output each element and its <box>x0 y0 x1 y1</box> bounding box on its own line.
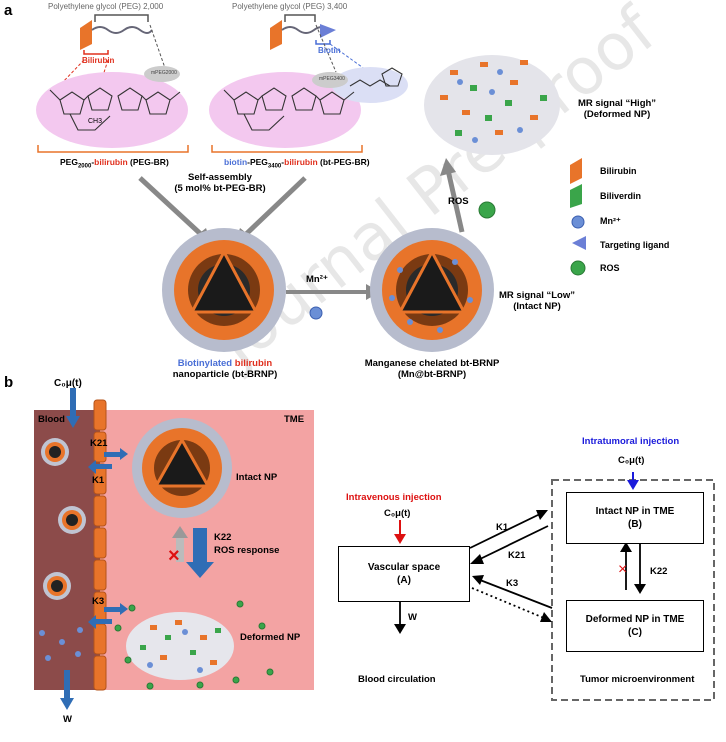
biliverdin-icon <box>570 184 582 208</box>
k22-label-b: K22 <box>214 532 232 543</box>
ch3-label: CH3 <box>88 118 103 125</box>
k21-label-s: K21 <box>508 550 526 561</box>
mr-low-label: MR signal “Low” (Intact NP) <box>499 290 575 312</box>
mn-arrow-label: Mn²⁺ <box>306 274 328 285</box>
c0-top-label: C₀μ(t) <box>54 378 82 389</box>
blood-label: Blood <box>38 414 65 425</box>
deformed-np-cloud <box>424 55 560 155</box>
mn-ion-icon <box>571 215 585 229</box>
deformed-np-tme-box: Deformed NP in TME(C) <box>566 600 704 652</box>
svg-text:×: × <box>618 561 627 578</box>
ros-arrow-label: ROS <box>448 196 469 207</box>
k1-label-s: K1 <box>496 522 509 533</box>
intact-np-tme-box: Intact NP in TME(B) <box>566 492 704 544</box>
deformed-np-label: Deformed NP <box>240 632 301 643</box>
blood-circulation-label: Blood circulation <box>358 674 436 685</box>
legend-bilirubin: Bilirubin <box>600 166 637 176</box>
panel-b-letter: b <box>4 374 14 391</box>
self-assembly-label: Self-assembly (5 mol% bt-PEG-BR) <box>174 172 266 194</box>
w-label-b: W <box>63 714 72 725</box>
ligand-icon <box>572 236 586 250</box>
bilirubin-tag: Bilirubin <box>82 56 115 65</box>
panel-b-graphics: × <box>34 388 314 710</box>
k22-label-s: K22 <box>650 566 668 577</box>
svg-text:×: × <box>168 545 180 567</box>
bilirubin-shape-1 <box>80 20 92 50</box>
vascular-space-box: Vascular space(A) <box>338 546 470 602</box>
tumor-microenvironment-label: Tumor microenvironment <box>580 674 695 685</box>
legend-ros: ROS <box>600 263 620 273</box>
ros-response-label: ROS response <box>214 545 280 556</box>
bilirubin-icon <box>570 158 582 184</box>
legend-mn: Mn²⁺ <box>600 216 621 226</box>
c0-right-label: C₀μ(t) <box>618 455 645 466</box>
k1-label-b: K1 <box>92 475 105 486</box>
intratumoral-label: Intratumoral injection <box>582 436 680 447</box>
biotin-tag: Biotin <box>318 46 341 55</box>
w-label-s: W <box>408 612 417 623</box>
k21-label-b: K21 <box>90 438 108 449</box>
c0-left-label: C₀μ(t) <box>384 508 411 519</box>
bt-brnp-particle <box>162 228 286 352</box>
mn-bt-brnp-particle <box>370 228 494 352</box>
mpeg2000-label: mPEG2000 <box>151 70 177 76</box>
bt-brnp-label: Biotinylated bilirubin nanoparticle (bt-… <box>172 358 278 380</box>
panel-a-letter: a <box>4 2 13 19</box>
peg2000-title: Polyethylene glycol (PEG) 2,000 <box>48 2 164 11</box>
legend-targeting-ligand: Targeting ligand <box>600 240 670 250</box>
mn-bt-brnp-label: Manganese chelated bt-BRNP (Mn@bt-BRNP) <box>364 358 500 380</box>
biotin-shape <box>320 24 336 38</box>
k3-label-b: K3 <box>92 596 105 607</box>
bt-peg-br-label: biotin-PEG3400-bilirubin (bt-PEG-BR) <box>224 157 370 170</box>
ros-icon <box>570 260 586 276</box>
panel-a-graphics <box>36 14 586 352</box>
intact-np-label: Intact NP <box>236 472 278 483</box>
bilirubin-shape-2 <box>270 20 282 50</box>
peg-br-label: PEG2000-bilirubin (PEG-BR) <box>60 157 169 170</box>
legend-biliverdin: Biliverdin <box>600 191 642 201</box>
scheme-graphics: × <box>394 472 715 701</box>
legend-icons <box>570 158 586 276</box>
intravenous-label: Intravenous injection <box>346 492 442 503</box>
peg3400-title: Polyethylene glycol (PEG) 3,400 <box>232 2 348 11</box>
mpeg3400-label: mPEG3400 <box>319 76 345 82</box>
k3-label-s: K3 <box>506 578 519 589</box>
tme-label: TME <box>284 414 305 425</box>
mr-high-label: MR signal “High” (Deformed NP) <box>577 98 657 120</box>
